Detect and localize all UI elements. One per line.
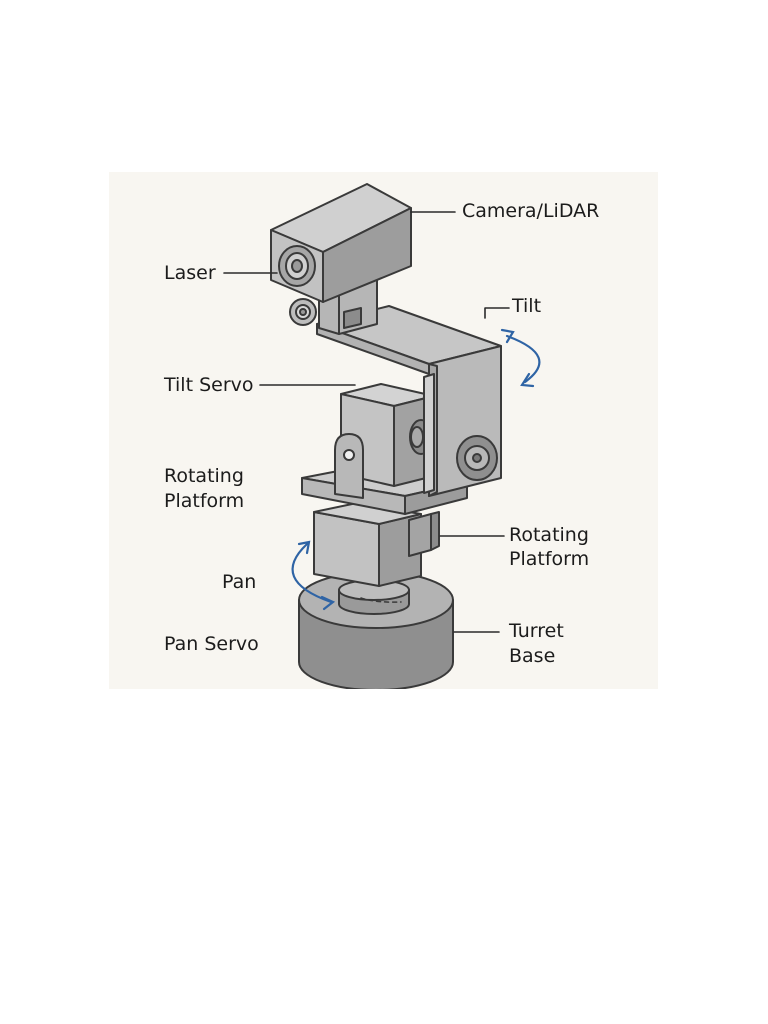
- label-pan-servo: Pan Servo: [164, 633, 259, 655]
- pan-box: [313, 502, 422, 587]
- pan-servo: [338, 579, 410, 615]
- label-tilt-servo: Tilt Servo: [164, 374, 254, 396]
- leader-tilt: [484, 307, 510, 319]
- laser-module: [289, 298, 317, 326]
- label-turret-base-2: Base: [509, 645, 556, 667]
- leader-lines: [223, 211, 510, 633]
- label-rotating-platform-left-1: Rotating: [164, 465, 244, 487]
- tilt-bracket: [316, 305, 502, 497]
- turret-diagram: Camera/LiDAR Laser Tilt Tilt Servo Rotat…: [109, 172, 658, 689]
- label-turret-base-1: Turret: [509, 620, 564, 642]
- label-rotating-platform-right-2: Platform: [509, 548, 590, 570]
- pan-arrow-head-top: [297, 540, 311, 555]
- turret-illustration: [223, 183, 541, 689]
- pan-arrow-head-bottom: [320, 595, 336, 611]
- label-laser: Laser: [164, 262, 216, 284]
- label-rotating-platform-right-1: Rotating: [509, 524, 589, 546]
- label-camera-lidar: Camera/LiDAR: [462, 200, 600, 222]
- label-pan: Pan: [222, 571, 257, 593]
- tilt-left-tab: [334, 433, 364, 499]
- pan-arrow: [291, 542, 333, 604]
- camera-lidar: [270, 183, 412, 303]
- tilt-arrow-head-bottom: [520, 372, 535, 388]
- rotation-arrows: [291, 328, 541, 611]
- rotating-platform-block: [408, 511, 440, 557]
- label-tilt: Tilt: [512, 295, 542, 317]
- label-rotating-platform-left-2: Platform: [164, 490, 245, 512]
- tilt-arrow: [505, 334, 541, 384]
- tilt-arrow-head-top: [500, 328, 515, 344]
